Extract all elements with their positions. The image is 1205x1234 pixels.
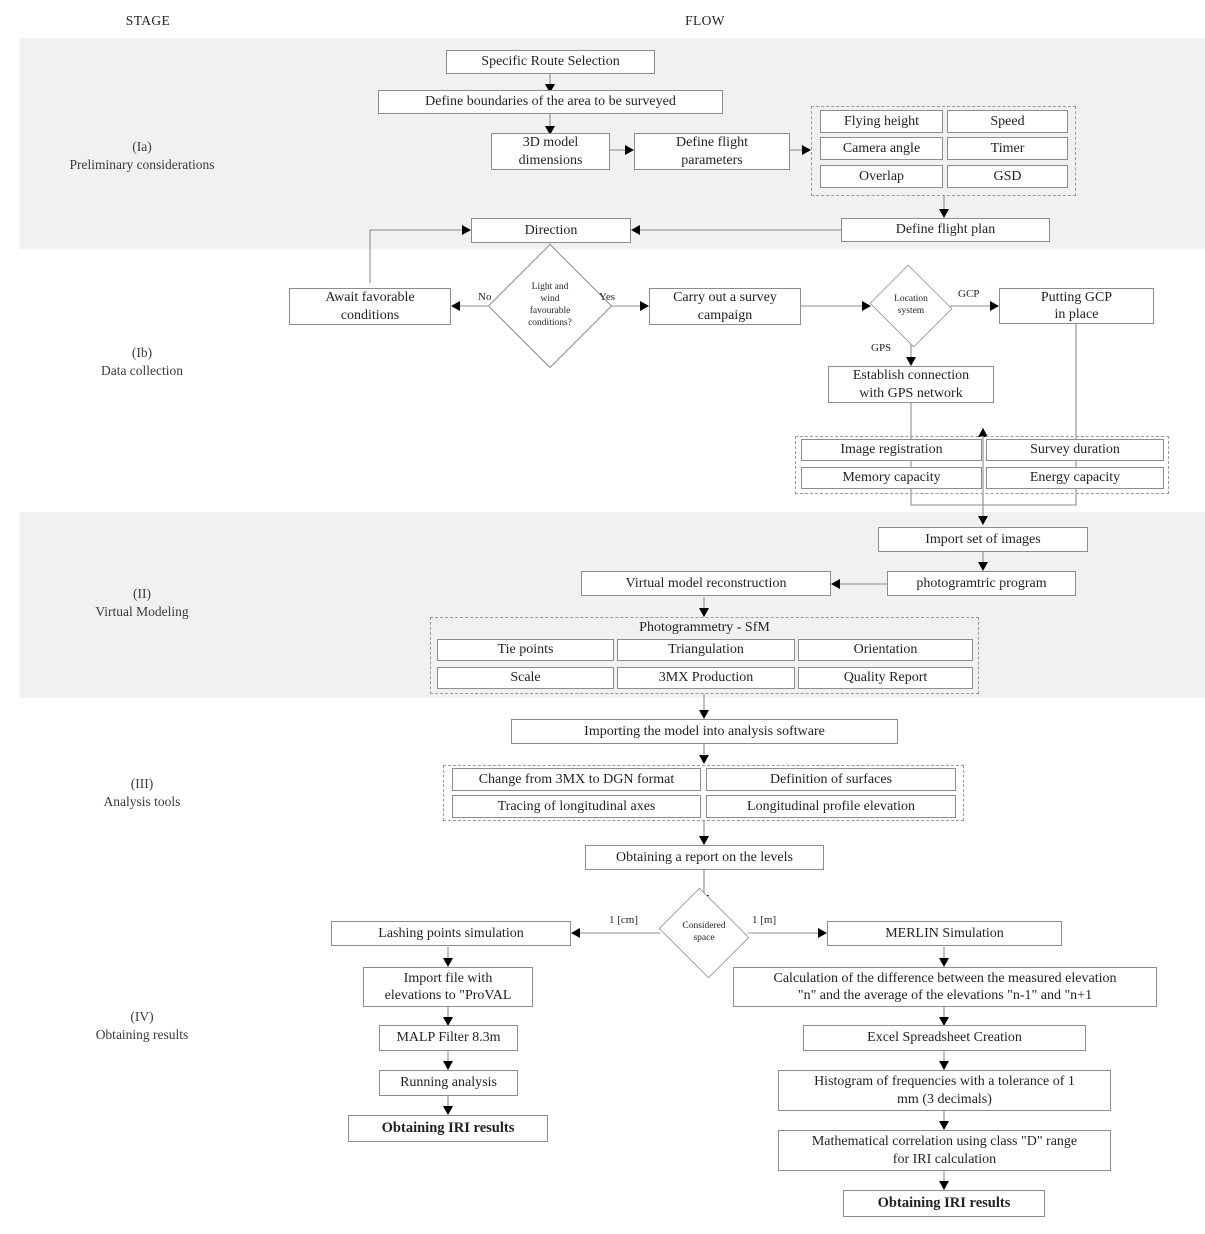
stage-label-iii: (III) Analysis tools [22, 775, 262, 811]
node-photogrammetric-program[interactable]: photogramtric program [887, 571, 1076, 596]
photogrammetry-sfm-group [430, 617, 979, 694]
node-excel-spreadsheet-creation[interactable]: Excel Spreadsheet Creation [803, 1025, 1086, 1051]
stage-label-ii: (II) Virtual Modeling [22, 585, 262, 621]
node-specific-route-selection[interactable]: Specific Route Selection [446, 50, 655, 74]
node-3mx-production[interactable]: 3MX Production [617, 667, 795, 689]
stage-name-ii: Virtual Modeling [95, 604, 189, 620]
edge-label-1cm: 1 [cm] [609, 914, 639, 926]
stage-label-ia: (Ia) Preliminary considerations [22, 138, 262, 174]
node-flying-height[interactable]: Flying height [820, 110, 943, 133]
node-define-flight-parameters[interactable]: Define flight parameters [634, 133, 790, 170]
node-importing-model[interactable]: Importing the model into analysis softwa… [511, 719, 898, 744]
node-tie-points[interactable]: Tie points [437, 639, 614, 661]
edge-label-yes: Yes [599, 291, 616, 303]
decision-label: Considered space [682, 921, 726, 943]
node-import-set-of-images[interactable]: Import set of images [878, 527, 1088, 552]
decision-label: Light and wind favourable conditions? [528, 282, 572, 328]
node-running-analysis[interactable]: Running analysis [379, 1070, 518, 1096]
node-survey-duration[interactable]: Survey duration [986, 439, 1164, 461]
node-image-registration[interactable]: Image registration [801, 439, 982, 461]
node-orientation[interactable]: Orientation [798, 639, 973, 661]
node-survey-campaign[interactable]: Carry out a survey campaign [649, 288, 801, 325]
decision-label: Location system [894, 294, 928, 316]
edge-label-gps: GPS [871, 342, 892, 354]
stage-name-ia: Preliminary considerations [69, 157, 215, 173]
node-camera-angle[interactable]: Camera angle [820, 137, 943, 160]
stage-roman-ib: (Ib) [131, 345, 153, 360]
stage-name-ib: Data collection [100, 363, 184, 379]
node-virtual-model-reconstruction[interactable]: Virtual model reconstruction [581, 571, 831, 596]
stage-roman-ia: (Ia) [132, 139, 152, 154]
node-overlap[interactable]: Overlap [820, 165, 943, 188]
node-define-boundaries[interactable]: Define boundaries of the area to be surv… [378, 90, 723, 114]
stage-roman-ii: (II) [133, 586, 151, 601]
node-malp-filter[interactable]: MALP Filter 8.3m [379, 1025, 518, 1051]
node-memory-capacity[interactable]: Memory capacity [801, 467, 982, 489]
node-putting-gcp-in-place[interactable]: Putting GCP in place [999, 288, 1154, 324]
stage-label-iv: (IV) Obtaining results [22, 1008, 262, 1044]
node-obtaining-iri-results-right[interactable]: Obtaining IRI results [843, 1190, 1045, 1217]
node-histogram-frequencies[interactable]: Histogram of frequencies with a toleranc… [778, 1070, 1111, 1111]
node-energy-capacity[interactable]: Energy capacity [986, 467, 1164, 489]
node-lashing-points-simulation[interactable]: Lashing points simulation [331, 921, 571, 946]
decision-location-system[interactable]: Location system [869, 264, 953, 348]
flight-parameters-group [811, 106, 1076, 196]
stage-name-iv: Obtaining results [95, 1027, 189, 1043]
edge-label-no: No [478, 291, 492, 303]
photogrammetry-sfm-title: Photogrammetry - SfM [639, 620, 770, 635]
node-merlin-simulation[interactable]: MERLIN Simulation [827, 921, 1062, 946]
node-definition-of-surfaces[interactable]: Definition of surfaces [706, 768, 956, 791]
node-gsd[interactable]: GSD [947, 165, 1068, 188]
node-tracing-longitudinal-axes[interactable]: Tracing of longitudinal axes [452, 795, 701, 818]
edge-label-gcp: GCP [958, 288, 980, 300]
stage-label-ib: (Ib) Data collection [22, 344, 262, 380]
node-triangulation[interactable]: Triangulation [617, 639, 795, 661]
node-establish-gps-connection[interactable]: Establish connection with GPS network [828, 366, 994, 403]
node-import-file-proval[interactable]: Import file with elevations to "ProVAL [363, 967, 533, 1007]
node-calculation-difference[interactable]: Calculation of the difference between th… [733, 967, 1157, 1007]
stage-roman-iii: (III) [130, 776, 154, 791]
node-quality-report[interactable]: Quality Report [798, 667, 973, 689]
decision-light-wind-conditions[interactable]: Light and wind favourable conditions? [487, 243, 613, 369]
stage-roman-iv: (IV) [130, 1009, 154, 1024]
node-obtaining-report-levels[interactable]: Obtaining a report on the levels [585, 845, 824, 870]
data-collection-metrics-group [795, 436, 1169, 494]
node-scale[interactable]: Scale [437, 667, 614, 689]
analysis-tools-group [443, 765, 964, 821]
node-change-format[interactable]: Change from 3MX to DGN format [452, 768, 701, 791]
decision-considered-space[interactable]: Considered space [658, 887, 750, 979]
column-header-flow: FLOW [685, 13, 725, 28]
node-speed[interactable]: Speed [947, 110, 1068, 133]
stage-name-iii: Analysis tools [103, 794, 181, 810]
edge-label-1m: 1 [m] [752, 914, 777, 926]
node-3d-model-dimensions[interactable]: 3D model dimensions [491, 133, 610, 170]
node-timer[interactable]: Timer [947, 137, 1068, 160]
node-define-flight-plan[interactable]: Define flight plan [841, 218, 1050, 242]
node-obtaining-iri-results-left[interactable]: Obtaining IRI results [348, 1115, 548, 1142]
column-header-stage: STAGE [125, 13, 171, 28]
node-longitudinal-profile-elevation[interactable]: Longitudinal profile elevation [706, 795, 956, 818]
node-direction[interactable]: Direction [471, 218, 631, 243]
node-await-favorable-conditions[interactable]: Await favorable conditions [289, 288, 451, 325]
node-mathematical-correlation[interactable]: Mathematical correlation using class "D"… [778, 1130, 1111, 1171]
